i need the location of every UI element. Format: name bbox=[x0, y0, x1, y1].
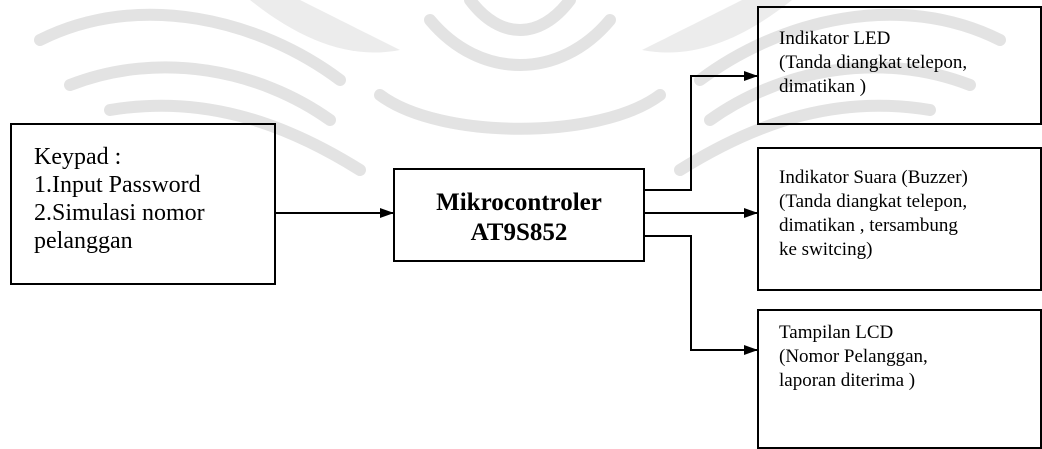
buzzer-indicator-desc-3: ke switcing) bbox=[779, 238, 1040, 262]
lcd-display-desc-1: (Nomor Pelanggan, bbox=[779, 345, 1040, 369]
lcd-display-desc-2: laporan diterima ) bbox=[779, 369, 1040, 393]
led-indicator-desc-2: dimatikan ) bbox=[779, 75, 1040, 99]
lcd-display-title: Tampilan LCD bbox=[779, 321, 1040, 345]
led-indicator-desc-1: (Tanda diangkat telepon, bbox=[779, 51, 1040, 75]
buzzer-indicator-desc-2: dimatikan , tersambung bbox=[779, 214, 1040, 238]
buzzer-indicator-box: Indikator Suara (Buzzer) (Tanda diangkat… bbox=[757, 147, 1042, 291]
microcontroller-box: Mikrocontroler AT9S852 bbox=[393, 168, 645, 262]
lcd-display-box: Tampilan LCD (Nomor Pelanggan, laporan d… bbox=[757, 309, 1042, 449]
buzzer-indicator-desc-1: (Tanda diangkat telepon, bbox=[779, 190, 1040, 214]
led-indicator-title: Indikator LED bbox=[779, 27, 1040, 51]
microcontroller-model: AT9S852 bbox=[395, 218, 643, 248]
keypad-item-password: 1.Input Password bbox=[34, 171, 274, 199]
arrow-micro-to-led bbox=[645, 76, 757, 190]
microcontroller-label: Mikrocontroler bbox=[395, 188, 643, 218]
keypad-item-simulation: 2.Simulasi nomor bbox=[34, 199, 274, 227]
keypad-box: Keypad : 1.Input Password 2.Simulasi nom… bbox=[10, 123, 276, 285]
buzzer-indicator-title: Indikator Suara (Buzzer) bbox=[779, 166, 1040, 190]
arrow-micro-to-lcd bbox=[645, 236, 757, 350]
keypad-title: Keypad : bbox=[34, 143, 274, 171]
led-indicator-box: Indikator LED (Tanda diangkat telepon, d… bbox=[757, 6, 1042, 125]
keypad-item-customer: pelanggan bbox=[34, 227, 274, 255]
